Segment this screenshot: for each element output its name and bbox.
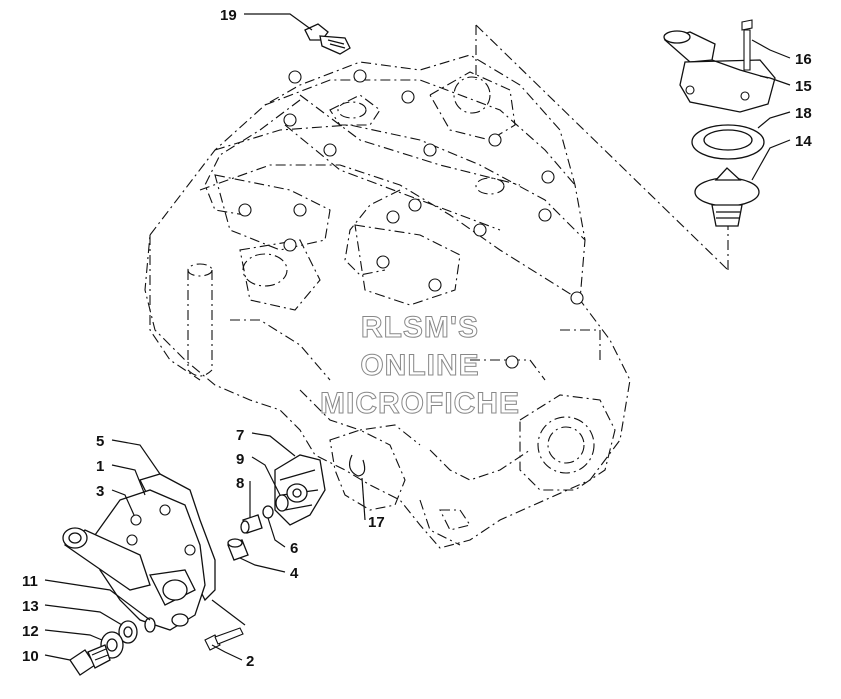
part-14-thermostat bbox=[694, 177, 760, 207]
callout-16: 16 bbox=[795, 51, 812, 68]
impeller-group bbox=[227, 454, 366, 561]
part-6-washer bbox=[262, 505, 274, 519]
callout-8: 8 bbox=[236, 475, 244, 492]
thermostat-group bbox=[475, 19, 776, 272]
engine-block bbox=[144, 54, 631, 549]
watermark-line-3: MICROFICHE bbox=[320, 387, 520, 420]
part-3-bolt-a bbox=[130, 514, 142, 526]
callout-7: 7 bbox=[236, 427, 244, 444]
callout-4: 4 bbox=[290, 565, 299, 582]
watermark-line-2: ONLINE bbox=[360, 349, 479, 382]
callout-17: 17 bbox=[368, 514, 385, 531]
part-15-housing-body bbox=[679, 59, 776, 113]
part-16-bolt-shank bbox=[743, 29, 751, 71]
callout-15: 15 bbox=[795, 78, 812, 95]
callout-labels: 19 16 15 18 14 5 1 3 11 13 12 10 2 7 9 8… bbox=[22, 7, 812, 670]
part-17-circlip bbox=[348, 454, 366, 477]
callout-5: 5 bbox=[96, 433, 104, 450]
leader-lines bbox=[44, 13, 791, 661]
callout-18: 18 bbox=[795, 105, 812, 122]
part-9-washer bbox=[275, 494, 289, 512]
watermark-line-1: RLSM'S bbox=[361, 311, 479, 344]
callout-12: 12 bbox=[22, 623, 39, 640]
callout-6: 6 bbox=[290, 540, 298, 557]
callout-1: 1 bbox=[96, 458, 104, 475]
callout-9: 9 bbox=[236, 451, 244, 468]
pump-housing-group bbox=[62, 473, 244, 676]
part-3-bolt-b bbox=[126, 534, 138, 546]
callout-11: 11 bbox=[22, 573, 38, 590]
part-19-sensor bbox=[304, 23, 351, 55]
callout-10: 10 bbox=[22, 648, 39, 665]
callout-14: 14 bbox=[795, 133, 812, 150]
callout-2: 2 bbox=[246, 653, 254, 670]
part-11-oring bbox=[144, 617, 156, 633]
callout-3: 3 bbox=[96, 483, 104, 500]
callout-19: 19 bbox=[220, 7, 237, 24]
head-bolts bbox=[238, 69, 584, 369]
callout-13: 13 bbox=[22, 598, 39, 615]
watermark: RLSM'S ONLINE MICROFICHE bbox=[320, 311, 520, 421]
part-16-bolt-head bbox=[741, 19, 753, 31]
